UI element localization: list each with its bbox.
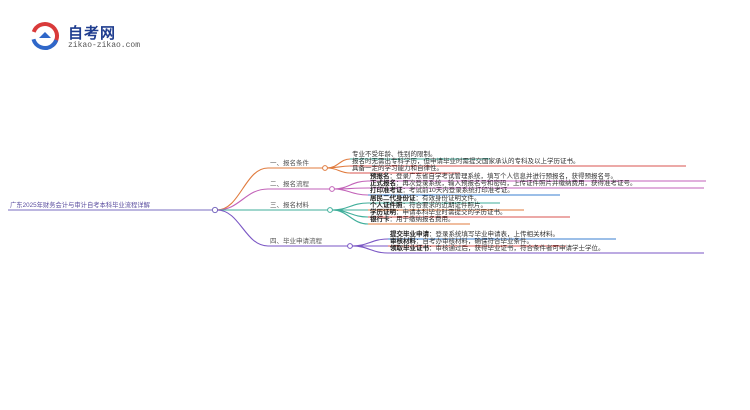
leaf-item[interactable]: 审核材料：自考办审核材料，确保符合毕业条件。 [390, 238, 533, 246]
leaf-key: 个人证件照 [370, 202, 403, 209]
leaf-key: 银行卡 [370, 216, 390, 223]
leaf-item[interactable]: 打印准考证：考试前10天内登录系统打印准考证。 [370, 187, 514, 195]
root-node-dot [211, 206, 219, 214]
root-topic[interactable]: 广东2025年财务会计与审计自考本科毕业流程详解 [10, 202, 150, 209]
zikao-logo-icon [31, 22, 59, 50]
leaf-text: ：符合要求的近期证件照片。 [402, 202, 488, 209]
leaf-key: 正式报名 [370, 180, 396, 187]
leaf-text: 具备一定的学习能力和自律性。 [352, 165, 443, 172]
leaf-key: 领取毕业证书 [390, 245, 429, 252]
branch-conditions-dot [322, 165, 328, 171]
leaf-item[interactable]: 领取毕业证书：审核通过后，获得毕业证书，符合条件者可申请学士学位。 [390, 245, 605, 253]
leaf-item[interactable]: 个人证件照：符合要求的近期证件照片。 [370, 202, 487, 210]
branch-label-graduation[interactable]: 四、毕业申请流程 [270, 238, 322, 245]
leaf-item[interactable]: 具备一定的学习能力和自律性。 [352, 165, 443, 173]
leaf-text: ：审核通过后，获得毕业证书，符合条件者可申请学士学位。 [429, 245, 605, 252]
branch-process-lines [216, 180, 369, 211]
branch-label-process[interactable]: 二、报名流程 [270, 181, 309, 188]
leaf-key: 居民二代身份证 [370, 195, 416, 202]
leaf-key: 学历证明 [370, 209, 396, 216]
leaf-text: ：登录广东省自学考试管理系统，填写个人信息并进行预报名，获得预报名号。 [389, 173, 618, 180]
logo-subtitle: zikao-zikao.com [68, 41, 141, 50]
leaf-key: 打印准考证 [370, 187, 403, 194]
branch-label-materials[interactable]: 三、报名材料 [270, 202, 309, 209]
leaf-text: ：自考办审核材料，确保符合毕业条件。 [416, 238, 533, 245]
branch-label-conditions[interactable]: 一、报名条件 [270, 160, 309, 167]
leaf-item[interactable]: 学历证明：申请本科毕业时需提交的学历证书。 [370, 209, 507, 217]
leaf-key: 预报名 [370, 173, 390, 180]
leaf-item[interactable]: 居民二代身份证：有效身份证明文件。 [370, 195, 481, 203]
leaf-text: 报名时无需出专科学历，但申请毕业时需提交国家承认的专科及以上学历证书。 [352, 158, 580, 165]
branch-materials-dot [327, 207, 333, 213]
branch-graduation-lines [216, 209, 389, 254]
leaf-text: ：用于缴纳报名费用。 [389, 216, 455, 223]
branch-materials-lines [217, 202, 369, 225]
leaf-item[interactable]: 报名时无需出专科学历，但申请毕业时需提交国家承认的专科及以上学历证书。 [352, 158, 580, 166]
leaf-item[interactable]: 银行卡：用于缴纳报名费用。 [370, 216, 455, 224]
leaf-key: 提交毕业申请 [390, 231, 429, 238]
site-logo[interactable]: 自考网 zikao-zikao.com [30, 20, 150, 54]
branch-conditions-lines [216, 158, 351, 211]
leaf-text: ：再次登录系统，输入预报名号和密码，上传证件照片并缴纳费用，获得准考证号。 [396, 180, 637, 187]
leaf-text: ：有效身份证明文件。 [415, 195, 481, 202]
branch-process-dot [329, 186, 335, 192]
leaf-key: 审核材料 [390, 238, 416, 245]
leaf-text: ：登录系统填写毕业申请表，上传相关材料。 [429, 231, 559, 238]
leaf-text: ：考试前10天内登录系统打印准考证。 [402, 187, 514, 194]
leaf-item[interactable]: 正式报名：再次登录系统，输入预报名号和密码，上传证件照片并缴纳费用，获得准考证号… [370, 180, 637, 188]
leaf-item[interactable]: 预报名：登录广东省自学考试管理系统，填写个人信息并进行预报名，获得预报名号。 [370, 173, 617, 181]
leaf-text: 专业不受年龄、性别的限制。 [352, 151, 437, 158]
leaf-item[interactable]: 提交毕业申请：登录系统填写毕业申请表，上传相关材料。 [390, 231, 559, 239]
leaf-text: ：申请本科毕业时需提交的学历证书。 [396, 209, 507, 216]
leaf-item[interactable]: 专业不受年龄、性别的限制。 [352, 151, 437, 159]
branch-graduation-dot [347, 243, 353, 249]
logo-title: 自考网 [68, 25, 117, 42]
